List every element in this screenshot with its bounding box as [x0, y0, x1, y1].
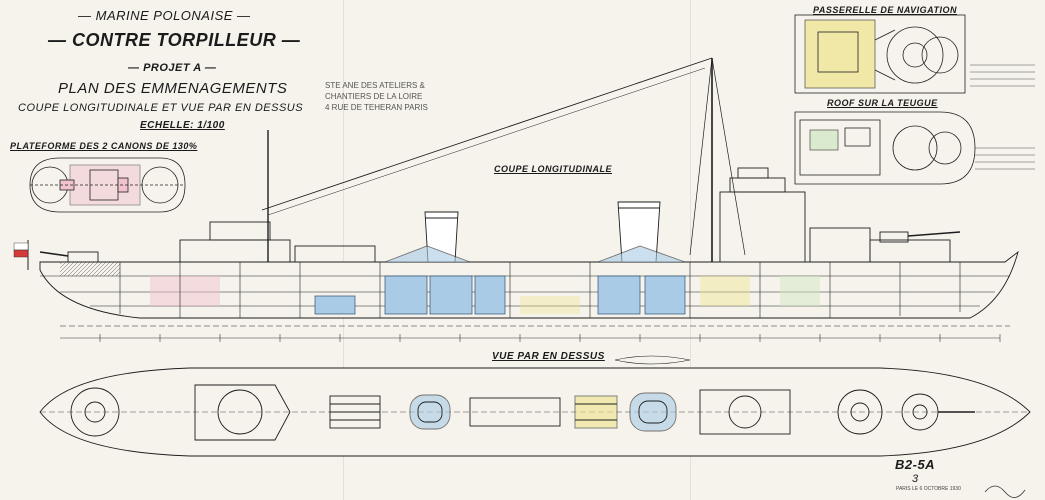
title-scale: ECHELLE: 1/100 [140, 120, 225, 131]
title-ship-type: — CONTRE TORPILLEUR — [48, 30, 301, 50]
paper-fold-line [343, 0, 344, 500]
longitudinal-section [39, 57, 1019, 327]
title-section-desc: COUPE LONGITUDINALE ET VUE PAR EN DESSUS [18, 102, 304, 114]
label-gun-platform: PLATEFORME DES 2 CANONS DE 130% [10, 141, 198, 151]
drawing-number: B2-5A [895, 457, 936, 472]
date-note: PARIS LE 6 OCTOBRE 1930 [896, 486, 961, 492]
label-bridge: PASSERELLE DE NAVIGATION [813, 5, 958, 15]
top-view-plan [39, 355, 1031, 457]
label-roof: ROOF SUR LA TEUGUE [827, 98, 938, 108]
title-navy: — MARINE POLONAISE — [78, 8, 251, 23]
label-longitudinal: COUPE LONGITUDINALE [494, 164, 613, 174]
signature [984, 485, 1026, 498]
ensign-flag [13, 240, 29, 270]
title-plan: PLAN DES EMMENAGEMENTS [58, 80, 288, 97]
label-top-view: VUE PAR EN DESSUS [492, 351, 605, 362]
gun-platform-plan [29, 157, 186, 213]
bridge-plan [794, 14, 1035, 94]
shipyard-stamp: STE ANE DES ATELIERS & CHANTIERS DE LA L… [325, 81, 428, 112]
roof-plan [794, 111, 1035, 185]
sheet-number: 3 [912, 473, 919, 485]
title-project: — PROJET A — [128, 62, 217, 74]
frame-scale [60, 334, 1001, 342]
